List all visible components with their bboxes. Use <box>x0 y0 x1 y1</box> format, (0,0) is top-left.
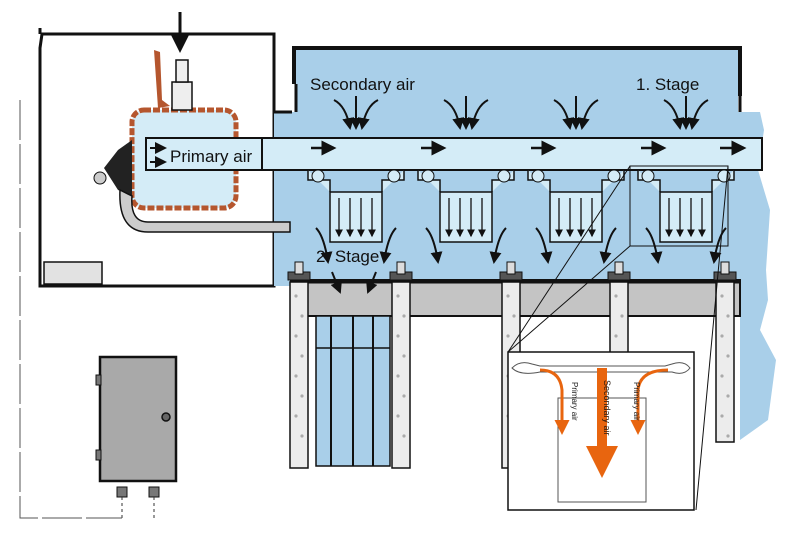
nozzle-tip <box>421 169 435 183</box>
pillar-bolt <box>506 261 516 275</box>
concrete-pillar <box>289 281 309 469</box>
concrete-aggregate <box>300 394 304 398</box>
stage-1-nozzle-box <box>439 191 493 243</box>
stage-1-nozzle-box <box>549 191 603 243</box>
concrete-aggregate <box>402 314 406 318</box>
concrete-aggregate <box>726 314 730 318</box>
primary-air-label: Primary air <box>170 147 253 166</box>
detail-inset <box>507 351 695 511</box>
concrete-aggregate <box>396 374 400 378</box>
concrete-aggregate <box>620 314 624 318</box>
burner-body <box>93 50 291 233</box>
concrete-aggregate <box>720 414 724 418</box>
concrete-aggregate <box>294 414 298 418</box>
concrete-aggregate <box>300 434 304 438</box>
secondary-air-arrow <box>553 99 575 130</box>
outflow-arrow <box>535 227 553 264</box>
pillar-bolt <box>396 261 406 275</box>
secondary-air-arrow <box>577 99 599 130</box>
inset-primary-air-right-label: Primary air <box>632 382 641 421</box>
outflow-arrow <box>379 227 397 264</box>
outflow-arrow <box>425 227 443 264</box>
stage-1-nozzle-box <box>329 191 383 243</box>
stage-2-grid <box>315 271 391 467</box>
concrete-aggregate <box>402 354 406 358</box>
concrete-aggregate <box>506 294 510 298</box>
concrete-aggregate <box>506 334 510 338</box>
concrete-aggregate <box>402 394 406 398</box>
inset-secondary-air-label: Secondary air <box>602 380 612 436</box>
concrete-pillar <box>715 281 735 443</box>
nozzle-tip <box>497 169 511 183</box>
concrete-aggregate <box>402 434 406 438</box>
nozzle-tip <box>641 169 655 183</box>
outflow-arrow <box>709 227 727 264</box>
concrete-pillar <box>391 281 411 469</box>
stage-1-label: 1. Stage <box>636 75 699 94</box>
concrete-aggregate <box>512 314 516 318</box>
secondary-air-label: Secondary air <box>310 75 415 94</box>
concrete-aggregate <box>726 434 730 438</box>
pillar-bolt <box>614 261 624 275</box>
secondary-air-arrow <box>333 99 355 130</box>
concrete-aggregate <box>294 294 298 298</box>
secondary-air-arrow <box>467 99 489 130</box>
inset-primary-air-left-label: Primary air <box>570 382 579 421</box>
nozzle-tip <box>531 169 545 183</box>
nozzle-groups <box>307 169 735 264</box>
secondary-air-arrow <box>443 99 465 130</box>
concrete-aggregate <box>614 294 618 298</box>
concrete-aggregate <box>396 294 400 298</box>
outflow-arrow <box>645 227 663 264</box>
stage-2-label: 2. Stage <box>316 247 379 266</box>
concrete-aggregate <box>720 294 724 298</box>
outflow-arrow <box>489 227 507 264</box>
stage-1-nozzle-box <box>659 191 713 243</box>
secondary-air-arrow <box>663 99 685 130</box>
concrete-aggregate <box>614 334 618 338</box>
concrete-aggregate <box>300 354 304 358</box>
concrete-aggregate <box>720 334 724 338</box>
concrete-aggregate <box>294 374 298 378</box>
nozzle-tip <box>387 169 401 183</box>
concrete-aggregate <box>300 314 304 318</box>
secondary-air-arrows <box>333 96 709 130</box>
outflow-arrow <box>599 227 617 264</box>
control-cabinet <box>19 100 178 520</box>
secondary-air-arrow <box>687 99 709 130</box>
concrete-aggregate <box>294 334 298 338</box>
concrete-aggregate <box>726 394 730 398</box>
detail-callout-lines <box>507 165 729 511</box>
outflow-arrow <box>315 227 333 264</box>
nozzle-tip <box>607 169 621 183</box>
concrete-aggregate <box>396 334 400 338</box>
concrete-aggregate <box>720 374 724 378</box>
concrete-aggregate <box>726 354 730 358</box>
pillar-bolt <box>294 261 304 275</box>
secondary-air-arrow <box>357 99 379 130</box>
nozzle-tip <box>311 169 325 183</box>
concrete-aggregate <box>396 414 400 418</box>
pillar-bolt <box>720 261 730 275</box>
